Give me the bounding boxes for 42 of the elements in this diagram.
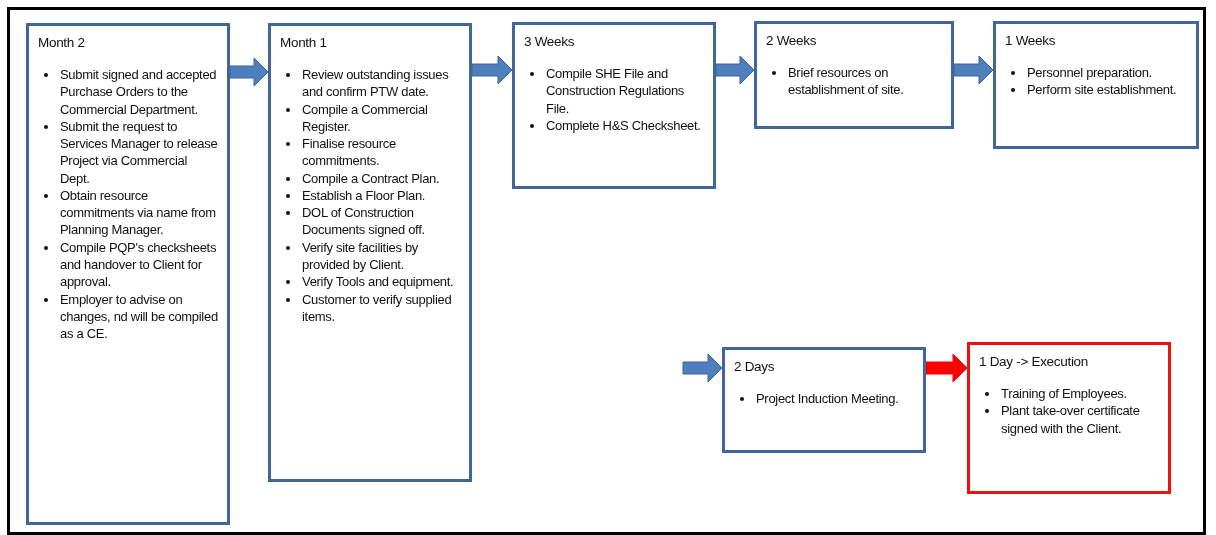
bullet-item: Customer to verify supplied items. <box>302 291 452 324</box>
bullet-item: Perform site establishment. <box>1027 82 1177 98</box>
bullet-item: Compile PQP's checksheets and handover to Client for approval. <box>60 239 217 290</box>
process-box <box>754 21 954 129</box>
bullet-item: Finalise resource commitments. <box>302 136 396 169</box>
bullet-item: Verify Tools and equipment. <box>302 274 454 290</box>
bullet-item: Plant take-over certificate signed with the Client. <box>1001 403 1140 436</box>
block-arrow <box>715 55 755 85</box>
process-box <box>512 22 716 189</box>
bullet-item: Obtain resource commitments via name from Planning Manager. <box>60 187 216 238</box>
box-heading: 1 Day -> Execution <box>979 353 1090 371</box>
bullet-item: Verify site facilities by provided by Client. <box>302 239 419 273</box>
bullet-item: Training of Employees. <box>1001 385 1127 401</box>
box-heading: 2 Days <box>734 358 776 376</box>
bullet-item: Personnel preparation. <box>1027 64 1152 80</box>
box-heading: 3 Weeks <box>524 33 576 51</box>
bullet-item: Brief resources on establishment of site. <box>788 64 904 98</box>
bullet-item: Establish a Floor Plan. <box>302 187 426 203</box>
bullet-item: Review outstanding issues and confirm PTW date. <box>302 66 449 100</box>
process-box <box>993 21 1199 149</box>
bullet-item: Submit the request to Services Manager to release Project via Commercial Dept. <box>60 118 218 186</box>
bullet-item: Compile a Commercial Register. <box>302 101 428 134</box>
box-heading: 2 Weeks <box>766 32 818 50</box>
bullet-item: Compile SHE File and Construction Regulations File. <box>546 65 685 116</box>
box-heading: Month 1 <box>280 34 328 52</box>
block-arrow <box>682 353 723 383</box>
bullet-item: Complete H&S Checksheet. <box>546 117 701 133</box>
block-arrow <box>471 55 513 85</box>
process-box <box>722 347 926 453</box>
block-arrow <box>953 55 994 85</box>
box-heading: 1 Weeks <box>1005 32 1057 50</box>
bullet-item: Submit signed and accepted Purchase Orders to the Commercial Department. <box>60 66 217 117</box>
process-box <box>268 23 472 482</box>
block-arrow <box>229 57 269 87</box>
bullet-item: Project Induction Meeting. <box>756 390 899 406</box>
block-arrow <box>925 353 968 383</box>
process-box <box>26 23 230 525</box>
process-box <box>967 342 1171 494</box>
box-heading: Month 2 <box>38 34 86 52</box>
bullet-item: DOL of Construction Documents signed off. <box>302 205 425 238</box>
bullet-item: Employer to advise on changes, nd will be compiled as a CE. <box>60 291 218 342</box>
bullet-item: Compile a Contract Plan. <box>302 170 440 186</box>
